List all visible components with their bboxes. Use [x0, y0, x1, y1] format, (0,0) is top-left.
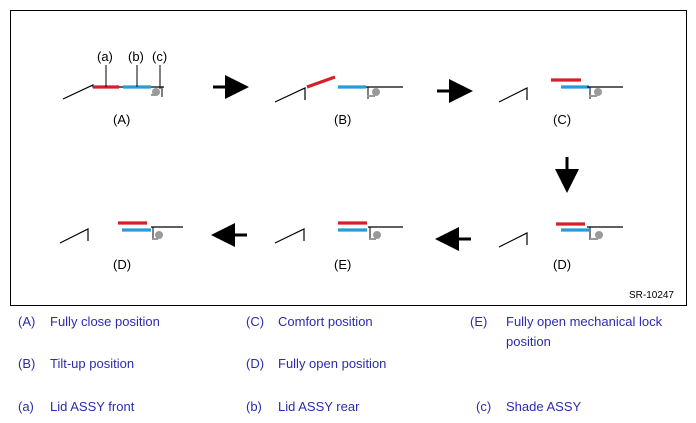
- diagram-frame: (a) (b) (c) (A) (B) (C) (D) (E) (D) SR-1…: [10, 10, 687, 306]
- legend-key: (B): [18, 356, 36, 371]
- shade-roll: [595, 231, 603, 239]
- legend-item-c-upper: (C) Comfort position: [246, 312, 373, 332]
- stage-label-a: (A): [113, 112, 130, 127]
- legend-item-b-upper: (B) Tilt-up position: [18, 354, 134, 374]
- shade-roll: [155, 231, 163, 239]
- legend-key: (a): [18, 399, 34, 414]
- legend-text: Comfort position: [278, 314, 373, 329]
- legend-text: Fully close position: [50, 314, 160, 329]
- stage-label-c: (C): [553, 112, 571, 127]
- stage-label-b: (B): [334, 112, 351, 127]
- sunroof-operation-diagram: (a) (b) (c) (A) (B) (C) (D) (E) (D): [59, 49, 623, 272]
- stage-label-d-left: (D): [113, 257, 131, 272]
- legend-text: Fully open mechanical lock position: [506, 314, 663, 349]
- legend-item-c-lower: (c) Shade ASSY: [476, 397, 581, 417]
- stage-label-e: (E): [334, 257, 351, 272]
- callout-c: (c): [152, 49, 167, 64]
- stage-e: [274, 221, 403, 244]
- legend-key: (E): [470, 314, 488, 329]
- callout-b: (b): [128, 49, 144, 64]
- legend-item-b-lower: (b) Lid ASSY rear: [246, 397, 359, 417]
- shade-roll: [594, 88, 602, 96]
- legend-item-d-upper: (D) Fully open position: [246, 354, 386, 374]
- legend-text: Shade ASSY: [506, 399, 582, 414]
- legend-item-a-lower: (a) Lid ASSY front: [18, 397, 134, 417]
- shade-roll: [372, 88, 380, 96]
- legend-key: (C): [246, 314, 265, 329]
- shade-roll: [373, 231, 381, 239]
- legend-key: (c): [476, 399, 492, 414]
- legend-text: Tilt-up position: [50, 356, 135, 371]
- stage-c: [498, 78, 623, 103]
- stage-b: [274, 75, 403, 103]
- legend-item-e-upper: (E) Fully open mechanical lock position: [470, 312, 680, 352]
- legend-item-a-upper: (A) Fully close position: [18, 312, 160, 332]
- legend-text: Lid ASSY rear: [278, 399, 360, 414]
- legend-text: Lid ASSY front: [50, 399, 135, 414]
- legend-key: (b): [246, 399, 262, 414]
- callout-a: (a): [97, 49, 113, 64]
- figure-code: SR-10247: [628, 290, 674, 301]
- stage-d-left: [59, 221, 183, 244]
- legend-key: (D): [246, 356, 265, 371]
- stage-a: [62, 65, 164, 100]
- stage-label-d-right: (D): [553, 257, 571, 272]
- lid-front: [306, 75, 336, 89]
- legend-key: (A): [18, 314, 36, 329]
- legend-text: Fully open position: [278, 356, 387, 371]
- stage-d-right: [498, 222, 623, 248]
